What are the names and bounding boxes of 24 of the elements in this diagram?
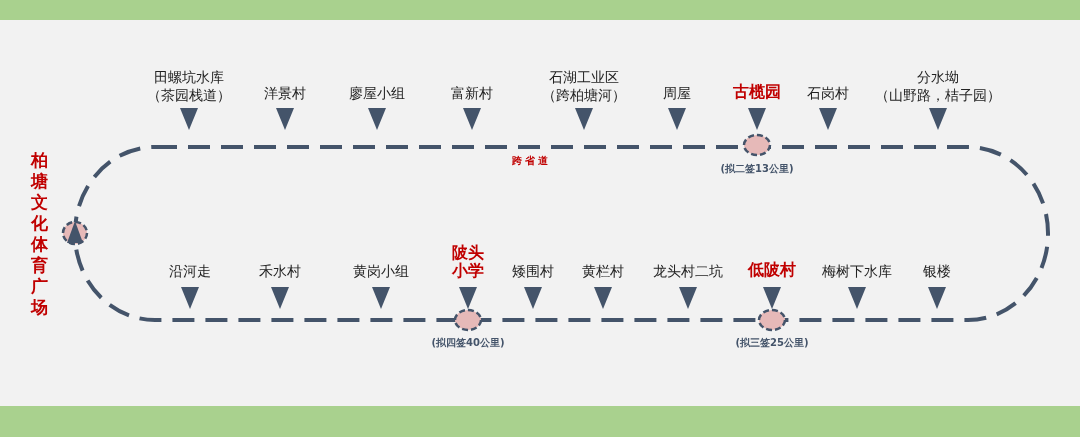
stop-name: 黄栏村 <box>582 262 624 280</box>
distance-note: (拟三签25公里) <box>735 336 809 350</box>
stop-name: 梅树下水库 <box>822 262 892 280</box>
stop-name: 禾水村 <box>259 262 301 280</box>
stop-name: 廖屋小组 <box>349 84 405 102</box>
stop-name: 周屋 <box>663 84 691 102</box>
stop-name: 沿河走 <box>169 262 211 280</box>
checkpoint-name: 陂头小学 <box>451 244 485 280</box>
stop-name: 矮围村 <box>512 262 554 280</box>
stop-name: 洋景村 <box>264 84 306 102</box>
stop-name: 石岗村 <box>807 84 849 102</box>
checkpoint-name: 古榄园 <box>733 83 781 101</box>
stop-name: 黄岗小组 <box>353 262 409 280</box>
road-label: 跨 省 道 <box>511 154 549 168</box>
stop-name: 龙头村二坑 <box>653 262 723 280</box>
checkpoint-name: 低陂村 <box>748 261 796 279</box>
stop-name: 石湖工业区（跨柏塘河） <box>542 68 626 104</box>
stop-name: 田螺坑水库（茶园栈道） <box>147 68 231 104</box>
stop-name: 富新村 <box>451 84 493 102</box>
stop-name: 银楼 <box>923 262 951 280</box>
venue-name: 柏塘文化体育广场 <box>30 150 48 318</box>
distance-note: (拟四签40公里) <box>431 336 505 350</box>
distance-note: (拟二签13公里) <box>720 162 794 176</box>
stop-name: 分水坳（山野路，桔子园） <box>875 68 1001 104</box>
